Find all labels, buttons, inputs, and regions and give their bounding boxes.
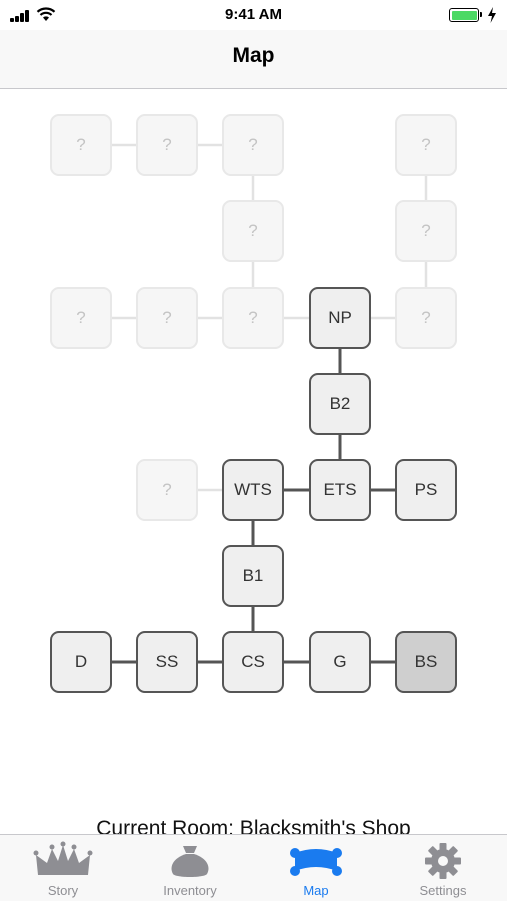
room-tile-b1[interactable]: B1: [222, 545, 284, 607]
tab-map[interactable]: Map: [253, 835, 379, 901]
map-scroll-icon: [290, 848, 342, 876]
room-tile-unknown[interactable]: ?: [136, 287, 198, 349]
room-tile-unknown[interactable]: ?: [50, 114, 112, 176]
room-tile-ss[interactable]: SS: [136, 631, 198, 693]
map-area: Current Room: Blacksmith's Shop ????????…: [0, 89, 507, 840]
room-tile-ps[interactable]: PS: [395, 459, 457, 521]
room-tile-b2[interactable]: B2: [309, 373, 371, 435]
tab-settings[interactable]: Settings: [380, 835, 506, 901]
room-tile-np[interactable]: NP: [309, 287, 371, 349]
room-tile-g[interactable]: G: [309, 631, 371, 693]
cellular-signal-icon: [10, 10, 32, 22]
gear-icon: [425, 843, 461, 879]
tab-label: Settings: [419, 883, 467, 898]
tab-label: Inventory: [163, 883, 217, 898]
tab-label: Story: [47, 883, 79, 898]
tab-label: Map: [303, 883, 329, 898]
room-connections: [81, 143, 428, 664]
room-tile-unknown[interactable]: ?: [395, 200, 457, 262]
tab-story[interactable]: Story: [0, 835, 126, 901]
navigation-bar: Map: [0, 30, 507, 89]
wifi-icon: [36, 7, 56, 21]
room-tile-d[interactable]: D: [50, 631, 112, 693]
room-tile-unknown[interactable]: ?: [136, 114, 198, 176]
room-tile-unknown[interactable]: ?: [395, 287, 457, 349]
status-bar: 9:41 AM: [0, 0, 507, 30]
room-tile-unknown[interactable]: ?: [222, 287, 284, 349]
status-time: 9:41 AM: [225, 6, 282, 23]
sack-icon: [171, 846, 209, 877]
room-tile-ets[interactable]: ETS: [309, 459, 371, 521]
battery-icon: [449, 8, 482, 22]
room-tile-unknown[interactable]: ?: [136, 459, 198, 521]
charging-bolt-icon: [488, 7, 496, 23]
room-tile-unknown[interactable]: ?: [222, 114, 284, 176]
tab-bar: Story Inventory Map: [0, 834, 507, 901]
room-tile-unknown[interactable]: ?: [395, 114, 457, 176]
room-tile-unknown[interactable]: ?: [50, 287, 112, 349]
room-tile-bs[interactable]: BS: [395, 631, 457, 693]
room-tile-wts[interactable]: WTS: [222, 459, 284, 521]
room-tile-unknown[interactable]: ?: [222, 200, 284, 262]
page-title: Map: [232, 44, 275, 67]
crown-icon: [33, 841, 93, 875]
tab-inventory[interactable]: Inventory: [127, 835, 253, 901]
room-tile-cs[interactable]: CS: [222, 631, 284, 693]
